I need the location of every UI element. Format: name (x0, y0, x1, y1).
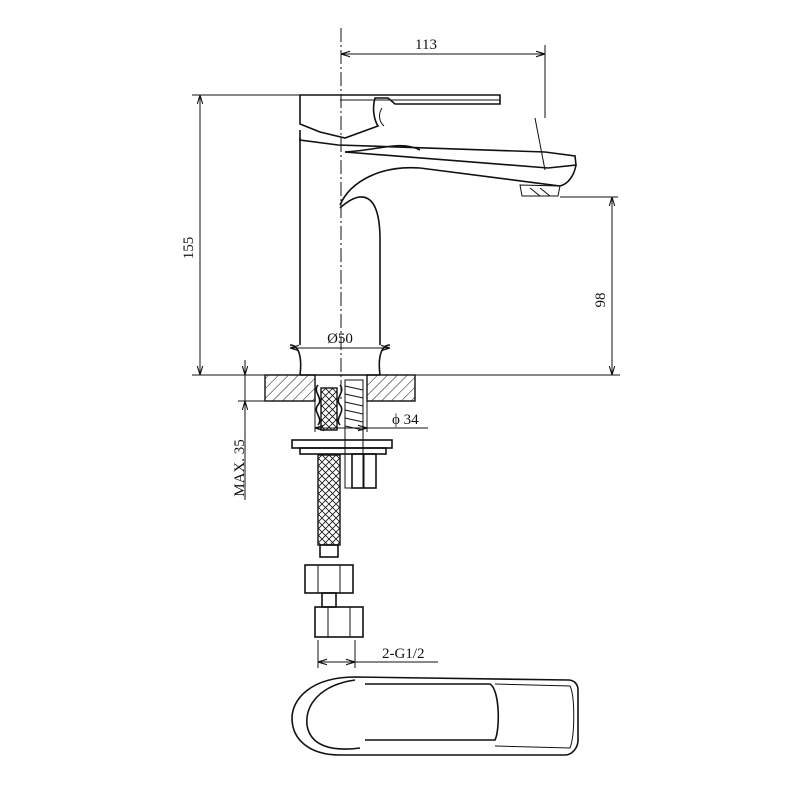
dimension-spout-height: 98 (560, 196, 618, 375)
dimension-total-height: 155 (181, 94, 300, 376)
deck-section (200, 374, 620, 402)
faucet-side-view (289, 94, 577, 376)
handle-top-view (291, 676, 579, 756)
dimension-base-diameter: Ø50 (290, 331, 390, 348)
flexible-hose (304, 384, 364, 638)
spout-reach-label: 113 (415, 37, 437, 53)
base-diameter-label: Ø50 (327, 331, 353, 347)
hole-diameter-label: ϕ 34 (392, 412, 419, 428)
hose-connection-label: 2-G1/2 (382, 646, 425, 662)
dimension-max-deck-thickness: MAX. 35 (232, 360, 265, 500)
mounting-hardware (291, 379, 393, 489)
total-height-label: 155 (181, 237, 197, 260)
dimension-hose-connection: 2-G1/2 (317, 640, 438, 668)
max-deck-thickness-label: MAX. 35 (232, 439, 248, 497)
dimension-hole-diameter: ϕ 34 (314, 401, 428, 432)
dimension-spout-reach: 113 (341, 37, 546, 118)
spout-height-label: 98 (593, 293, 609, 308)
